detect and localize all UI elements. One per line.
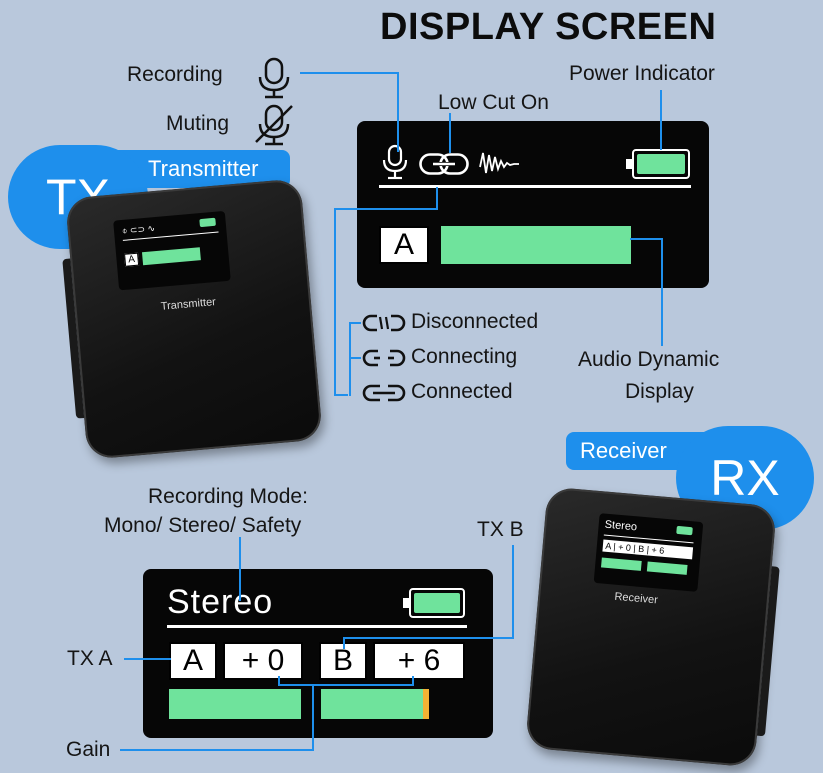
muting-label: Muting bbox=[166, 112, 230, 135]
channel-b-badge: B bbox=[319, 642, 367, 680]
rx-display-screen: Stereo A + 0 B + 6 bbox=[143, 569, 493, 738]
audio-display-label: Display bbox=[625, 380, 694, 403]
muted-microphone-icon bbox=[255, 104, 293, 146]
tx-display-screen: A bbox=[357, 121, 709, 288]
audio-meter bbox=[441, 226, 631, 264]
power-indicator-label: Power Indicator bbox=[569, 62, 715, 85]
rx-badge: RX bbox=[676, 426, 814, 530]
recording-mode-value: Stereo bbox=[167, 583, 274, 621]
battery-icon bbox=[626, 149, 690, 179]
rx-device-label: Receiver bbox=[613, 590, 659, 607]
tx-a-label: TX A bbox=[67, 647, 113, 670]
rx-device-mode: Stereo bbox=[604, 518, 638, 534]
recording-mode-options: Mono/ Stereo/ Safety bbox=[104, 514, 302, 537]
low-cut-waveform-icon bbox=[479, 152, 519, 174]
recording-mode-label: Recording Mode: bbox=[148, 485, 308, 508]
rx-device-gains: A | + 0 | B | + 6 bbox=[602, 539, 694, 560]
tx-device-screen: ⌽ ⊂⊃ ∿ A bbox=[113, 210, 231, 291]
disconnected-label: Disconnected bbox=[411, 310, 539, 333]
rx-divider bbox=[167, 625, 467, 628]
connected-label: Connected bbox=[411, 380, 513, 403]
recording-label: Recording bbox=[127, 63, 223, 86]
channel-badge: A bbox=[379, 226, 429, 264]
gain-a-value: + 0 bbox=[223, 642, 303, 680]
receiver-device: Stereo A | + 0 | B | + 6 Receiver bbox=[525, 486, 780, 768]
connecting-icon bbox=[362, 349, 406, 367]
tx-device-icons: ⌽ ⊂⊃ ∿ bbox=[121, 223, 156, 236]
page-title: DISPLAY SCREEN bbox=[380, 6, 717, 48]
channel-b-meter bbox=[321, 689, 429, 719]
channel-a-badge: A bbox=[169, 642, 217, 680]
connected-icon bbox=[362, 384, 406, 402]
divider bbox=[379, 185, 691, 188]
channel-a-meter bbox=[169, 689, 301, 719]
disconnected-icon bbox=[362, 314, 406, 332]
gain-label: Gain bbox=[66, 738, 111, 761]
tx-b-label: TX B bbox=[477, 518, 524, 541]
transmitter-device: ⌽ ⊂⊃ ∿ A Transmitter bbox=[62, 178, 323, 460]
low-cut-label: Low Cut On bbox=[438, 91, 549, 114]
connecting-label: Connecting bbox=[411, 345, 518, 368]
gain-b-value: + 6 bbox=[373, 642, 465, 680]
tx-device-channel: A bbox=[124, 252, 140, 267]
rx-device-screen: Stereo A | + 0 | B | + 6 bbox=[593, 513, 704, 592]
screen-microphone-icon bbox=[382, 144, 408, 180]
rx-battery-icon bbox=[403, 588, 465, 618]
screen-link-icon bbox=[419, 153, 469, 175]
tx-device-label: Transmitter bbox=[160, 296, 217, 313]
microphone-icon bbox=[258, 57, 290, 99]
audio-dynamic-label: Audio Dynamic bbox=[578, 348, 720, 371]
